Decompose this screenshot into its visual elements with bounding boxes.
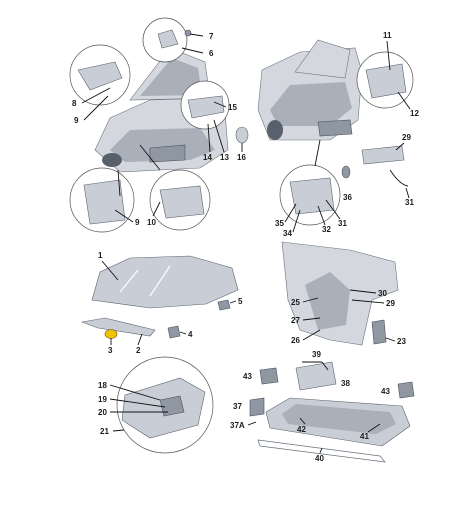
label-12: 12 [410, 109, 419, 118]
label-7: 7 [209, 32, 214, 41]
label-4: 4 [188, 330, 193, 339]
label-8: 8 [72, 99, 77, 108]
panel-part-38 [295, 361, 337, 391]
cowl-seal-strip-40 [257, 439, 386, 463]
seal-part-6 [157, 29, 179, 49]
latch-mechanism [159, 395, 185, 417]
label-27: 27 [291, 316, 300, 325]
label-37: 37 [233, 402, 242, 411]
label-3: 3 [108, 346, 113, 355]
label-43-right: 43 [381, 387, 390, 396]
label-18: 18 [98, 381, 107, 390]
label-13: 13 [220, 153, 229, 162]
label-39: 39 [312, 350, 321, 359]
bracket-part-29 [361, 145, 405, 165]
label-16: 16 [237, 153, 246, 162]
hood-strut-detail [187, 95, 225, 119]
hood-lock-detail [289, 177, 335, 215]
hood-hinge-detail [365, 63, 407, 99]
screw-part-5 [217, 299, 231, 311]
highlighted-part-3 [104, 329, 118, 339]
clip-part-7 [184, 29, 192, 37]
car-front-right-view [257, 39, 363, 141]
label-6: 6 [209, 49, 214, 58]
label-9: 9 [74, 116, 79, 125]
label-19: 19 [98, 395, 107, 404]
label-11: 11 [383, 31, 392, 40]
label-40: 40 [315, 454, 324, 463]
label-32: 32 [322, 225, 331, 234]
bracket-part-37 [249, 397, 265, 417]
label-31: 31 [338, 219, 347, 228]
clip-part-36 [341, 165, 351, 179]
label-31-top: 31 [405, 198, 414, 207]
label-21: 21 [100, 427, 109, 436]
label-9-lower: 9 [135, 218, 140, 227]
label-26: 26 [291, 336, 300, 345]
label-41: 41 [360, 432, 369, 441]
cover-part-43-right [397, 381, 415, 399]
label-1: 1 [98, 251, 103, 260]
label-35: 35 [275, 219, 284, 228]
label-43-left: 43 [243, 372, 252, 381]
label-37a: 37A [230, 421, 245, 430]
lock-detail [159, 185, 205, 219]
label-34: 34 [283, 229, 292, 238]
cowl-panel [265, 397, 411, 447]
label-42: 42 [297, 425, 306, 434]
hood-latch-detail [77, 61, 123, 91]
label-20: 20 [98, 408, 107, 417]
label-5: 5 [238, 297, 243, 306]
hood-seal-strip [80, 317, 156, 337]
label-29: 29 [386, 299, 395, 308]
label-25: 25 [291, 298, 300, 307]
label-29-top: 29 [402, 133, 411, 142]
buffer-part-4 [167, 325, 181, 339]
release-cable-detail [83, 179, 126, 225]
label-10: 10 [147, 218, 156, 227]
hood-panel [91, 255, 239, 309]
label-38: 38 [341, 379, 350, 388]
grommet-part-16 [235, 126, 249, 144]
label-14: 14 [203, 153, 212, 162]
label-2: 2 [136, 346, 141, 355]
label-30: 30 [378, 289, 387, 298]
label-15: 15 [228, 103, 237, 112]
label-23: 23 [397, 337, 406, 346]
label-36: 36 [343, 193, 352, 202]
cover-part-43-left [259, 367, 279, 385]
